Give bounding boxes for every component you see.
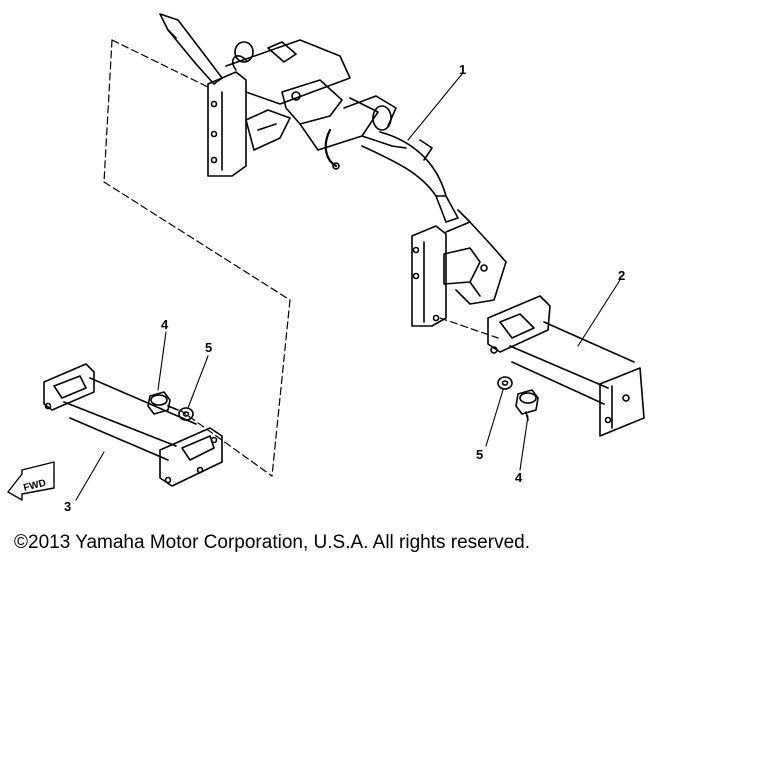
part-label-3: 3 (64, 499, 71, 514)
exploded-parts-diagram: FWD 1 2 3 4 5 5 4 (7, 13, 645, 514)
left-washer-part-5 (178, 407, 194, 421)
leader-lines (75, 73, 621, 501)
main-frame-part-1 (159, 13, 507, 327)
part-label-4-right: 4 (515, 470, 523, 485)
fwd-arrow-icon: FWD (7, 461, 55, 501)
right-support-part-2 (487, 295, 645, 437)
right-bolt-part-4 (515, 389, 539, 421)
part-label-1: 1 (459, 62, 466, 77)
part-label-5-right: 5 (476, 447, 483, 462)
left-support-part-3 (43, 363, 223, 487)
left-bolt-part-4 (147, 391, 179, 415)
fwd-label: FWD (22, 478, 47, 494)
right-washer-part-5 (497, 376, 513, 390)
part-label-5-left: 5 (205, 340, 212, 355)
copyright-notice: ©2013 Yamaha Motor Corporation, U.S.A. A… (14, 532, 530, 553)
part-label-4-left: 4 (161, 317, 169, 332)
part-label-2: 2 (618, 268, 625, 283)
